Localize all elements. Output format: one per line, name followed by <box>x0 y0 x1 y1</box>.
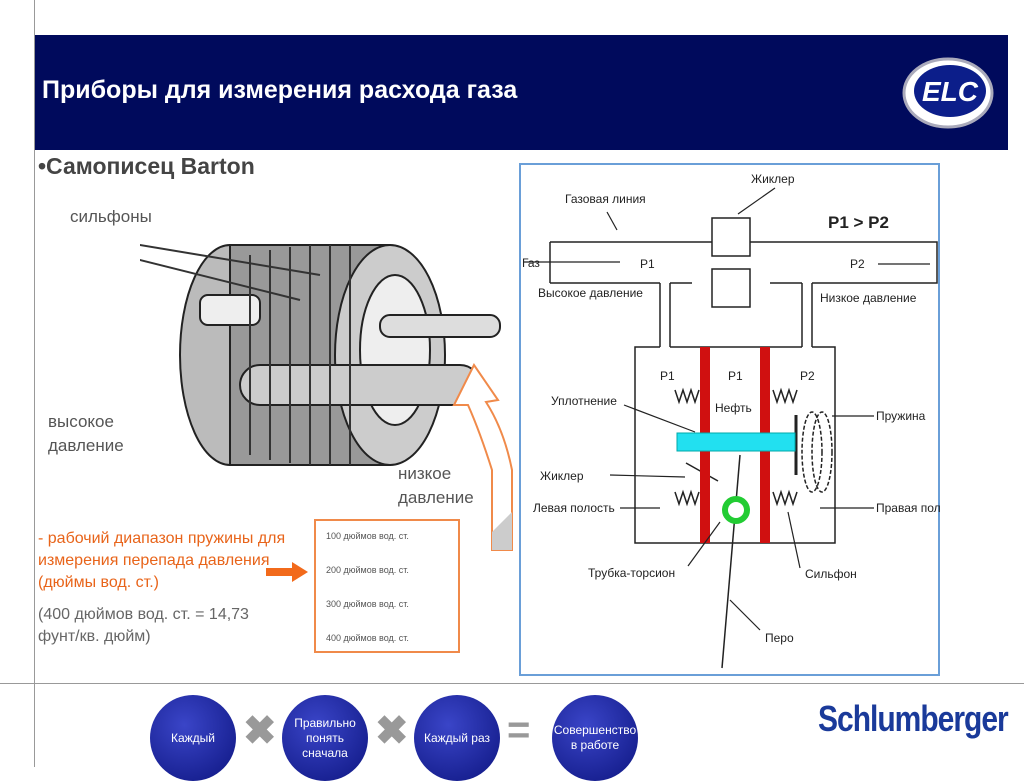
arrow-right-icon <box>266 562 308 582</box>
label-spring: Пружина <box>876 409 926 423</box>
step-understand: Правильно понять сначала <box>282 695 368 781</box>
scale-list: 100 дюймов вод. ст. 200 дюймов вод. ст. … <box>314 519 460 653</box>
label-gas: Газ <box>522 256 540 270</box>
label-bellows-diagram: Сильфон <box>805 567 857 581</box>
step-every: Каждый <box>150 695 236 781</box>
scale-item: 400 дюймов вод. ст. <box>326 633 409 643</box>
label-relation: P1 > P2 <box>828 213 889 232</box>
label-orifice-top: Жиклер <box>751 172 795 186</box>
label-high-pressure: высокое давление <box>48 412 124 455</box>
label-low-pressure-diagram: Низкое давление <box>820 291 917 305</box>
conversion-note: (400 дюймов вод. ст. = 14,73 фунт/кв. дю… <box>38 606 249 645</box>
page-title: Приборы для измерения расхода газа <box>42 76 518 104</box>
label-low-pressure: низкое давление <box>398 464 474 507</box>
label-left-cavity: Левая полость <box>533 501 615 515</box>
logo-text: ELC <box>922 76 979 107</box>
label-right-cavity: Правая полость <box>876 501 940 515</box>
equals-icon: = <box>507 708 531 752</box>
torsion-tube <box>722 496 750 524</box>
diagram-panel: Жиклер Газовая линия Газ P1 P2 P1 > P2 В… <box>519 163 940 676</box>
label-pen: Перо <box>765 631 794 645</box>
curved-arrow-icon <box>452 363 513 551</box>
divider-horizontal <box>0 683 1024 684</box>
label-p2: P2 <box>850 257 865 271</box>
elc-logo: ELC <box>902 57 994 129</box>
label-gas-line: Газовая линия <box>565 192 646 206</box>
label-orifice: Жиклер <box>540 469 584 483</box>
label-p1-left: P1 <box>660 369 675 383</box>
label-torsion-tube: Трубка-торсион <box>588 566 675 580</box>
header-bar <box>35 35 1008 150</box>
scale-item: 100 дюймов вод. ст. <box>326 531 409 541</box>
subtitle: •Самописец Barton <box>38 153 255 179</box>
label-high-pressure-diagram: Высокое давление <box>538 286 643 300</box>
label-p1: P1 <box>640 257 655 271</box>
shaft <box>676 432 796 452</box>
multiply-icon: ✖ <box>243 709 277 753</box>
divider-vertical <box>34 0 35 767</box>
barton-device-photo <box>140 243 501 466</box>
step-every-time: Каждый раз <box>414 695 500 781</box>
label-seal: Уплотнение <box>551 394 617 408</box>
schlumberger-logo: Schlumberger <box>818 699 1009 740</box>
multiply-icon: ✖ <box>375 709 409 753</box>
label-oil: Нефть <box>715 401 752 415</box>
step-perfection: Совершенство в работе <box>552 695 638 781</box>
label-p1-center: P1 <box>728 369 743 383</box>
scale-item: 300 дюймов вод. ст. <box>326 599 409 609</box>
label-bellows: сильфоны <box>70 207 152 226</box>
range-note: - рабочий диапазон пружины для измерения… <box>38 530 286 591</box>
scale-item: 200 дюймов вод. ст. <box>326 565 409 575</box>
label-p2-right: P2 <box>800 369 815 383</box>
